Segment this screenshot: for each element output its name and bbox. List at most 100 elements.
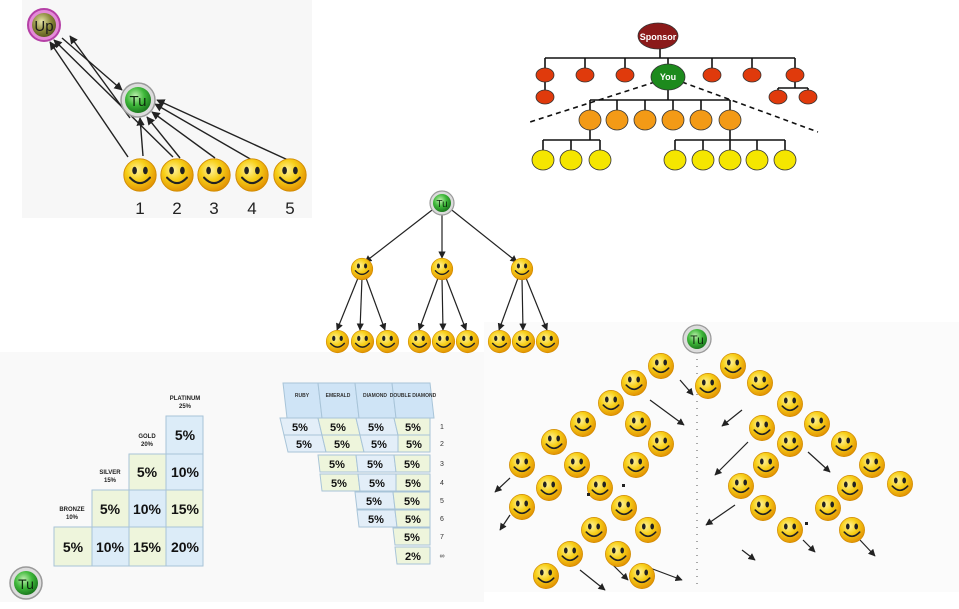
tree-level1-smiley xyxy=(430,257,454,281)
tu-node-bottom: Tu xyxy=(9,566,43,600)
row-number: 6 xyxy=(440,516,444,523)
spillover-smiley xyxy=(858,451,886,479)
recruit-smiley-1 xyxy=(122,157,158,193)
spillover-smiley xyxy=(620,369,648,397)
rank-cell: 5% xyxy=(137,464,158,480)
rank-pct-gold: 20% xyxy=(141,442,154,448)
spillover-smiley xyxy=(749,494,777,522)
spillover-smiley xyxy=(622,451,650,479)
ruby-cell: 5% xyxy=(368,514,384,526)
spillover-smiley xyxy=(586,474,614,502)
recruit-number-2: 2 xyxy=(172,199,181,218)
row-number: ∞ xyxy=(440,553,445,560)
up-node: Up xyxy=(27,8,61,42)
ruby-cell: 5% xyxy=(404,459,420,471)
ruby-cell: 5% xyxy=(405,478,421,490)
ruby-cell: 5% xyxy=(331,478,347,490)
header-ruby: RUBY xyxy=(295,393,310,399)
tree-level2-smiley xyxy=(431,329,456,354)
rank-cells xyxy=(53,415,204,567)
recruit-smiley-5 xyxy=(272,157,308,193)
panel-a-arrows xyxy=(49,35,289,161)
ruby-cell: 5% xyxy=(367,459,383,471)
row-number: 4 xyxy=(440,480,444,487)
ruby-cell: 5% xyxy=(329,459,345,471)
row-number: 7 xyxy=(440,534,444,541)
tu-tree-label: Tu xyxy=(436,199,447,210)
spillover-smiley xyxy=(604,540,632,568)
ruby-cell: 5% xyxy=(366,496,382,508)
spillover-smiley xyxy=(569,410,597,438)
tree-level2-smiley xyxy=(407,329,432,354)
panel-e-ruby-table: RUBY EMERALD DIAMOND DOUBLE DIAMOND xyxy=(279,382,445,565)
ruby-cell: 5% xyxy=(296,439,312,451)
rank-cell: 15% xyxy=(133,539,162,555)
spillover-smiley xyxy=(580,516,608,544)
tree-level1-smiley xyxy=(510,257,534,281)
ruby-cell: 5% xyxy=(330,422,346,434)
spillover-smiley xyxy=(752,451,780,479)
spillover-smiley xyxy=(597,389,625,417)
tree-level2-smiley xyxy=(350,329,375,354)
ruby-cells xyxy=(279,417,431,565)
recruit-smiley-4 xyxy=(234,157,270,193)
tu-node: Tu xyxy=(120,82,156,118)
ruby-cell: 5% xyxy=(371,439,387,451)
tree-level2-smiley xyxy=(325,329,350,354)
spillover-smiley xyxy=(814,494,842,522)
ruby-cell: 5% xyxy=(368,422,384,434)
row-number: 2 xyxy=(440,441,444,448)
spillover-smiley xyxy=(803,410,831,438)
recruit-smiley-3 xyxy=(196,157,232,193)
panel-f-rank-staircase: 5% 10% 15% 20% 5% 10% 15% 5% 10% 5% BRON… xyxy=(53,396,204,567)
spillover-smiley xyxy=(719,352,747,380)
rank-pct-silver: 15% xyxy=(104,478,117,484)
rank-cell: 5% xyxy=(175,427,196,443)
rank-cell: 5% xyxy=(100,501,121,517)
rank-cell: 20% xyxy=(171,539,200,555)
header-diamond: DIAMOND xyxy=(363,393,387,399)
header-emerald: EMERALD xyxy=(326,393,351,399)
rank-cell: 10% xyxy=(96,539,125,555)
recruit-smiley-2 xyxy=(159,157,195,193)
tu-node-spillover: Tu xyxy=(682,324,712,354)
tree-level2-smiley xyxy=(487,329,512,354)
ruby-cell: 5% xyxy=(404,496,420,508)
spillover-smiley xyxy=(886,470,914,498)
recruit-number-3: 3 xyxy=(209,199,218,218)
ruby-cell: 5% xyxy=(405,422,421,434)
ruby-cell: 2% xyxy=(405,551,421,563)
tree-level2-smiley xyxy=(375,329,400,354)
rank-cell: 10% xyxy=(133,501,162,517)
ruby-headers xyxy=(282,382,435,419)
sponsor-node xyxy=(637,22,679,50)
spillover-smiley xyxy=(563,451,591,479)
spillover-smiley xyxy=(508,493,536,521)
rank-pct-bronze: 10% xyxy=(66,515,79,521)
recruit-number-1: 1 xyxy=(135,199,144,218)
spillover-smiley xyxy=(748,414,776,442)
spillover-smiley xyxy=(647,352,675,380)
rank-name-silver: SILVER xyxy=(99,470,121,476)
spillover-smiley xyxy=(746,369,774,397)
up-label: Up xyxy=(34,18,53,35)
ruby-cell: 5% xyxy=(334,439,350,451)
row-number: 1 xyxy=(440,424,444,431)
spillover-smiley xyxy=(610,494,638,522)
recruit-number-4: 4 xyxy=(247,199,256,218)
spillover-smiley xyxy=(776,516,804,544)
rank-name-gold: GOLD xyxy=(138,434,156,440)
spillover-smiley xyxy=(647,430,675,458)
rank-cell: 10% xyxy=(171,464,200,480)
you-label: You xyxy=(660,72,676,82)
panel-b-sponsor-tree xyxy=(529,37,819,152)
spillover-smiley xyxy=(540,428,568,456)
spillover-smiley xyxy=(624,410,652,438)
rank-name-bronze: BRONZE xyxy=(59,507,84,513)
spillover-smiley xyxy=(634,516,662,544)
rank-cell: 15% xyxy=(171,501,200,517)
sponsor-label: Sponsor xyxy=(640,32,677,42)
panel-g-spillover-tree: Tu xyxy=(494,324,914,591)
spillover-smiley xyxy=(838,516,866,544)
